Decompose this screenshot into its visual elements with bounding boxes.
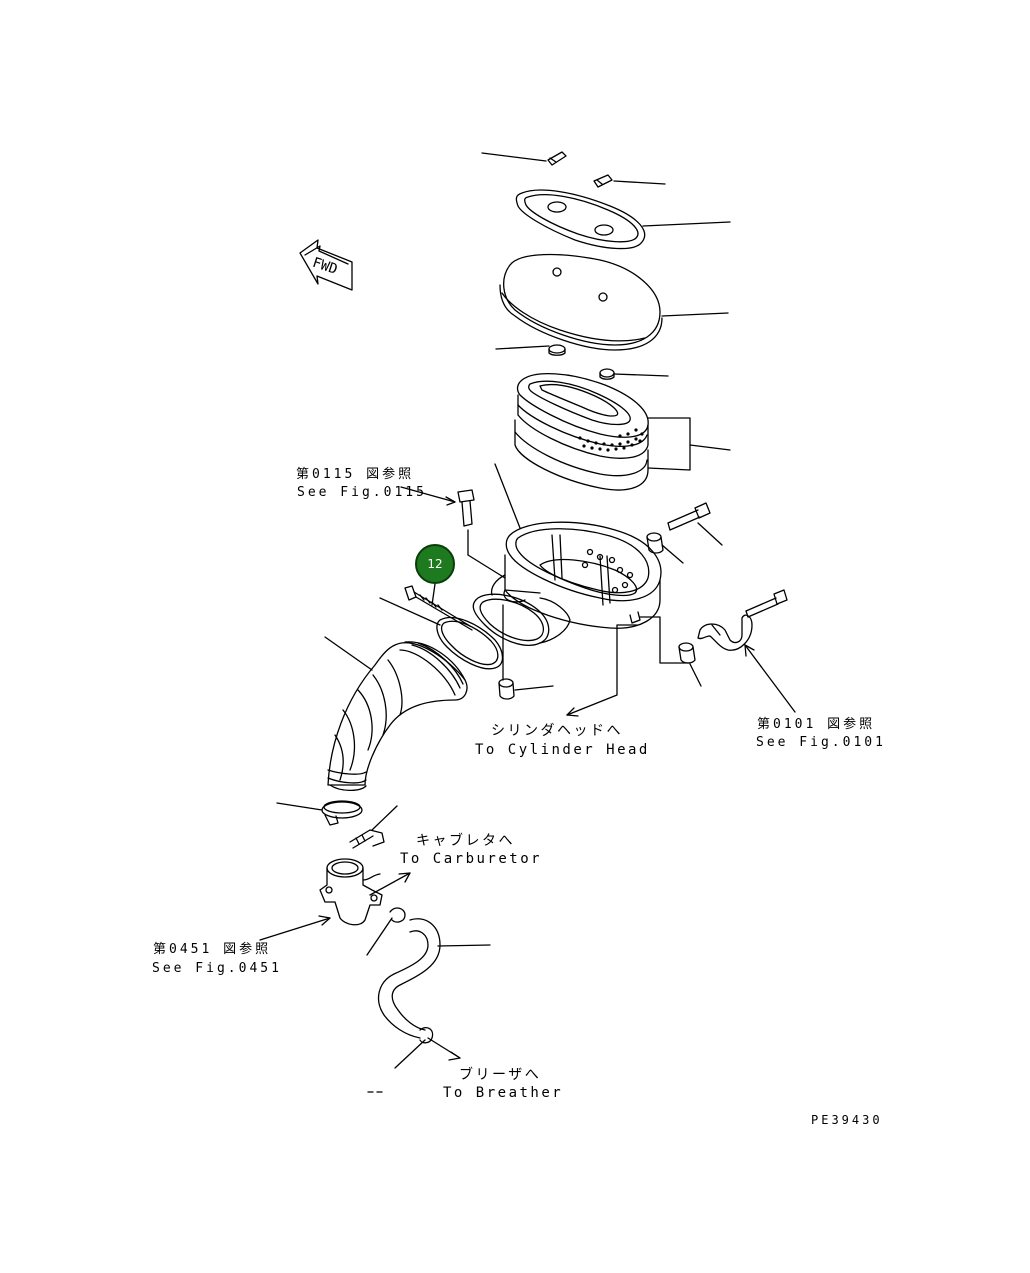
spacer-bottom-icon: [678, 642, 702, 687]
fwd-arrow-icon: FWD: [299, 239, 353, 291]
callout-badge-12[interactable]: 12: [415, 544, 455, 584]
bracket-bolt-icon: [745, 589, 788, 618]
hose-clamp-icon: [276, 800, 363, 826]
dest-carburetor-en: To Carburetor: [400, 851, 543, 867]
bolt-vertical-icon: [400, 486, 506, 579]
bracket-icon: [697, 614, 753, 651]
dest-cylinder-head-jp: シリンダヘッドへ: [491, 723, 623, 739]
air-cleaner-body-icon: [490, 463, 662, 629]
filter-element-icon: [514, 373, 731, 491]
dest-cylinder-head-en: To Cylinder Head: [475, 742, 650, 758]
top-clip-right-icon: [593, 174, 666, 188]
rubber-elbow-hose-icon: [324, 636, 468, 792]
gasket-top-icon: [515, 189, 731, 250]
dest-carburetor-jp: キャブレタへ: [416, 833, 515, 849]
cylinder-head-leader: [566, 616, 691, 717]
drawing-number: PE39430: [811, 1113, 883, 1127]
nut-right-icon: [599, 368, 669, 380]
fig0101-leader: [744, 644, 796, 713]
ref-fig0115-en: See Fig.0115: [297, 485, 427, 500]
top-clip-left-icon: [481, 151, 567, 166]
spacer-center-icon: [498, 604, 554, 700]
nut-left-icon: [495, 344, 566, 356]
carburetor-adaptor-icon: [259, 858, 411, 941]
ref-fig0451-en: See Fig.0451: [152, 961, 282, 976]
ref-fig0115-jp: 第0115 図参照: [296, 467, 415, 482]
dest-breather-en: To Breather: [443, 1085, 564, 1101]
ref-fig0101-en: See Fig.0101: [756, 735, 886, 750]
small-clip-icon: [366, 907, 406, 956]
cover-icon: [499, 253, 729, 351]
dest-breather-jp: ブリーザへ: [459, 1067, 542, 1083]
inlet-elbow-icon: [472, 589, 571, 646]
ref-fig0451-jp: 第0451 図参照: [153, 942, 272, 957]
breather-hose-icon: [377, 918, 491, 1069]
bolt-right-icon: [667, 502, 723, 546]
spacer-right-icon: [646, 532, 684, 564]
ring-gasket-icon: [379, 597, 504, 670]
fwd-text: FWD: [310, 255, 339, 278]
ref-fig0101-jp: 第0101 図参照: [757, 717, 876, 732]
screw-icon: [349, 805, 398, 849]
bolt-long-icon: [404, 583, 473, 631]
